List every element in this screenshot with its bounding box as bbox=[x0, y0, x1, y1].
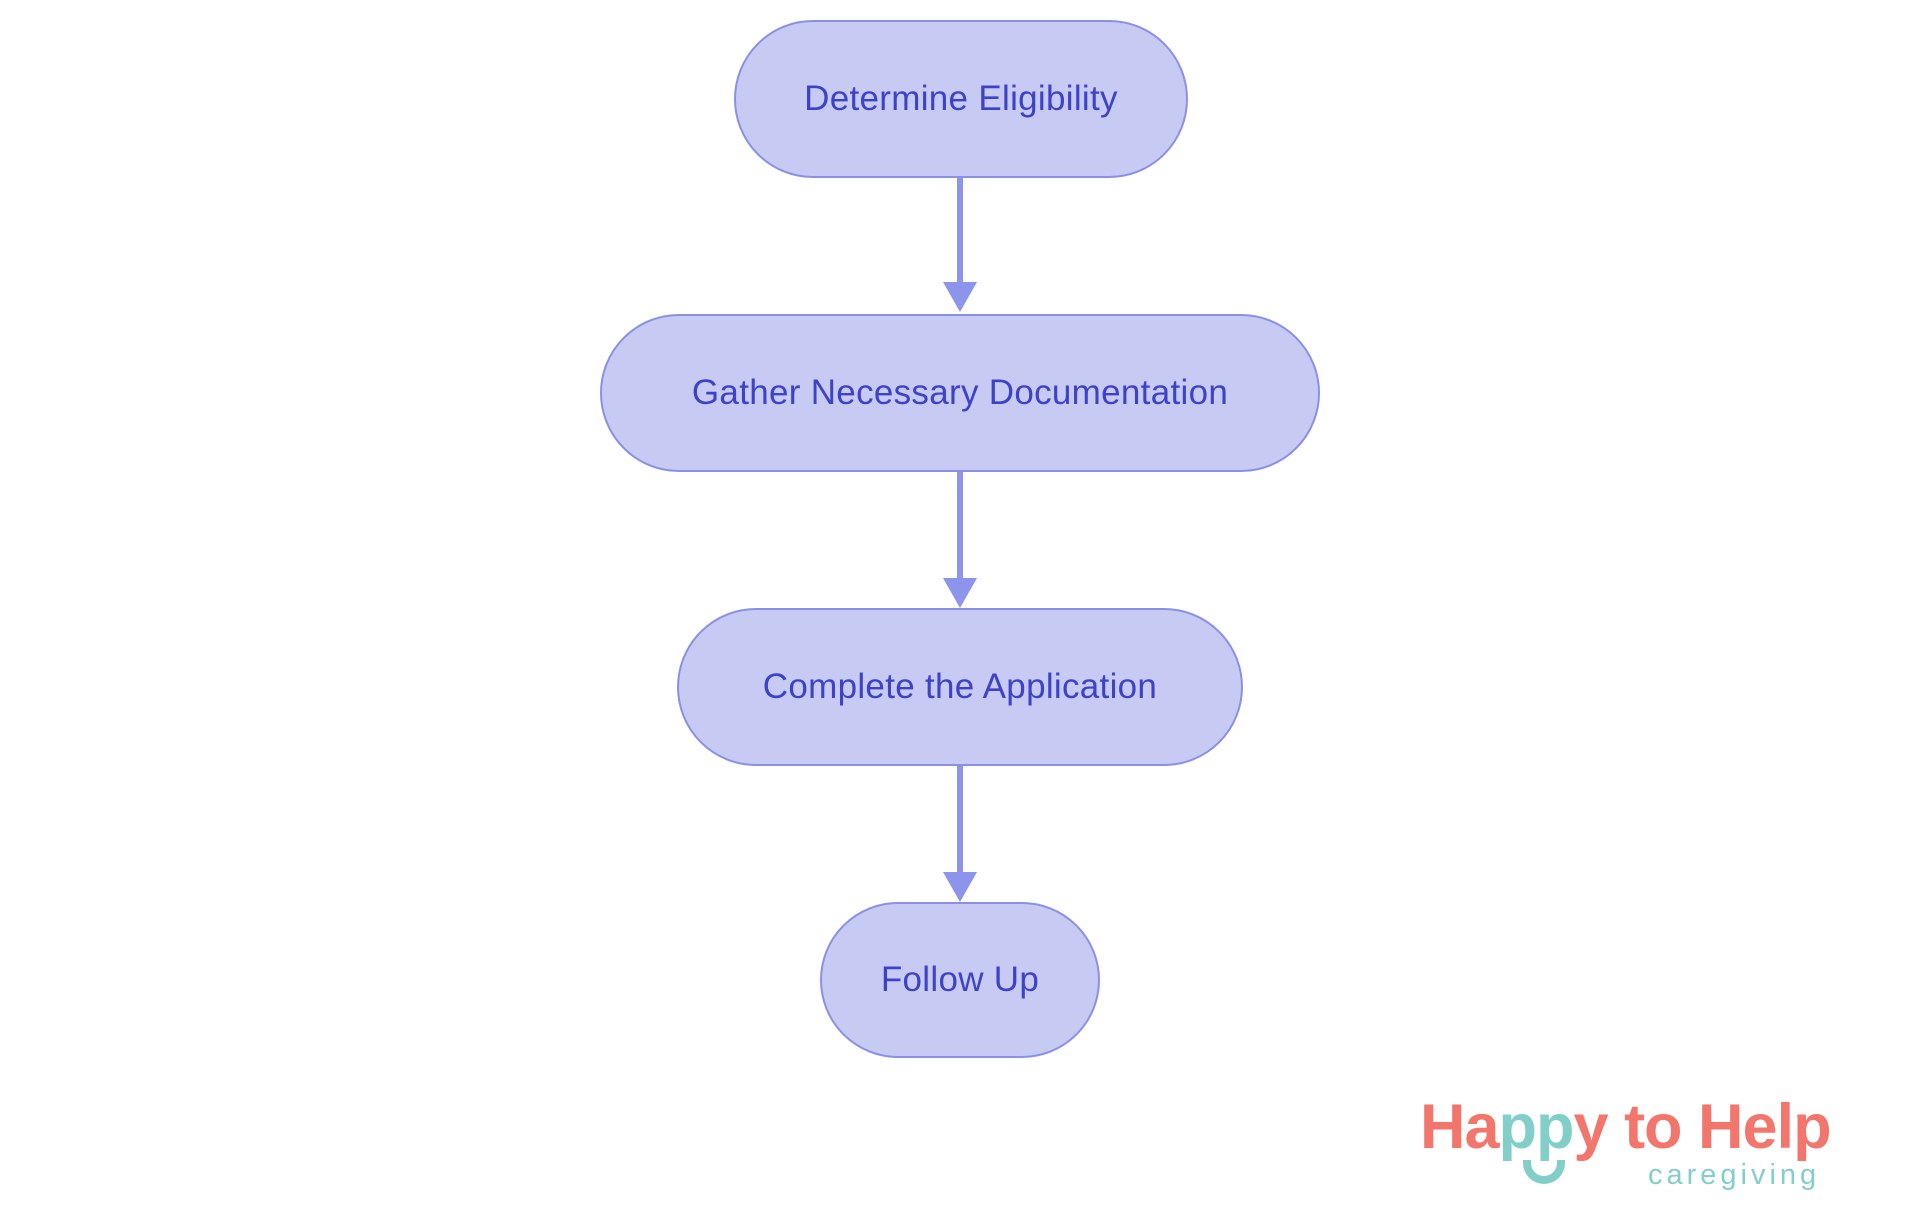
flow-node-label: Complete the Application bbox=[762, 667, 1158, 706]
flow-node-follow-up: Follow Up bbox=[820, 902, 1100, 1058]
logo-text-coral: Ha bbox=[1420, 1092, 1500, 1162]
flow-node-gather-necessary-documentation: Gather Necessary Documentation bbox=[600, 314, 1320, 472]
flow-node-determine-eligibility: Determine Eligibility bbox=[734, 20, 1188, 178]
flow-node-label: Follow Up bbox=[880, 960, 1040, 999]
flow-arrow-2-arrowhead-icon bbox=[943, 578, 977, 608]
flow-arrow-1-stem bbox=[957, 178, 963, 282]
logo-tagline: caregiving bbox=[1648, 1159, 1821, 1191]
flow-node-label: Gather Necessary Documentation bbox=[691, 373, 1229, 412]
flow-arrow-3-stem bbox=[957, 766, 963, 872]
smile-icon bbox=[1522, 1160, 1565, 1185]
logo-text-teal-pp: pp bbox=[1499, 1092, 1575, 1185]
flow-node-complete-the-application: Complete the Application bbox=[677, 608, 1243, 766]
flow-arrow-3-arrowhead-icon bbox=[943, 872, 977, 902]
flow-arrow-2-stem bbox=[957, 472, 963, 578]
logo-text-coral-y: y bbox=[1573, 1092, 1609, 1162]
logo-text-to-help: to Help bbox=[1607, 1092, 1832, 1162]
flow-arrow-1-arrowhead-icon bbox=[943, 282, 977, 312]
flow-node-label: Determine Eligibility bbox=[804, 79, 1118, 118]
